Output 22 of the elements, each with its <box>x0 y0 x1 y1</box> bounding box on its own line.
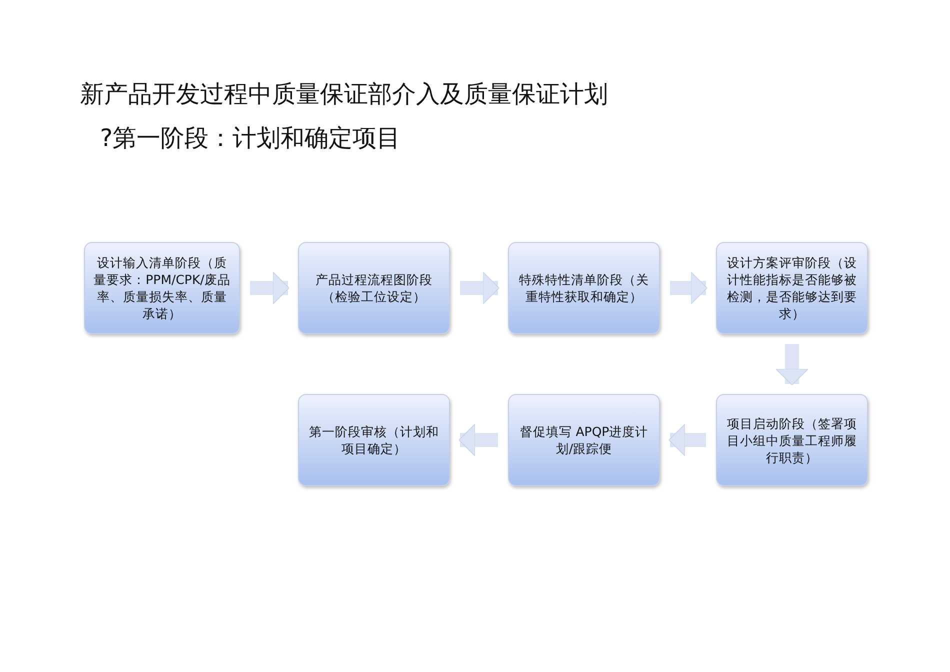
block-arrow <box>776 344 808 386</box>
step-text: 特殊特性清单阶段（关重特性获取和确定） <box>518 271 650 305</box>
title: 新产品开发过程中质量保证部介入及质量保证计划 <box>80 79 608 110</box>
step-text: 督促填写 APQP进度计划/跟踪便 <box>518 423 650 457</box>
step-text: 项目启动阶段（签署项目小组中质量工程师履行职责） <box>726 414 858 466</box>
step-text: 设计方案评审阶段（设计性能指标是否能够被检测，是否能够达到要求） <box>726 254 858 322</box>
block-arrow <box>458 424 498 456</box>
block-arrow <box>460 272 500 304</box>
process-box <box>84 242 240 334</box>
subtitle: ?第一阶段：计划和确定项目 <box>100 123 401 154</box>
block-arrow <box>668 424 706 456</box>
process-box <box>298 242 450 334</box>
step-text: 第一阶段审核（计划和项目确定） <box>308 423 440 457</box>
block-arrow <box>670 272 708 304</box>
process-box <box>508 242 660 334</box>
process-box <box>508 394 660 486</box>
step-text: 产品过程流程图阶段（检验工位设定） <box>314 271 434 305</box>
step-text: 设计输入清单阶段（质量要求：PPM/CPK/废品率、质量损失率、质量承诺） <box>92 254 232 322</box>
process-box <box>298 394 450 486</box>
process-box <box>716 242 868 334</box>
block-arrow <box>250 272 290 304</box>
process-box <box>716 394 868 486</box>
